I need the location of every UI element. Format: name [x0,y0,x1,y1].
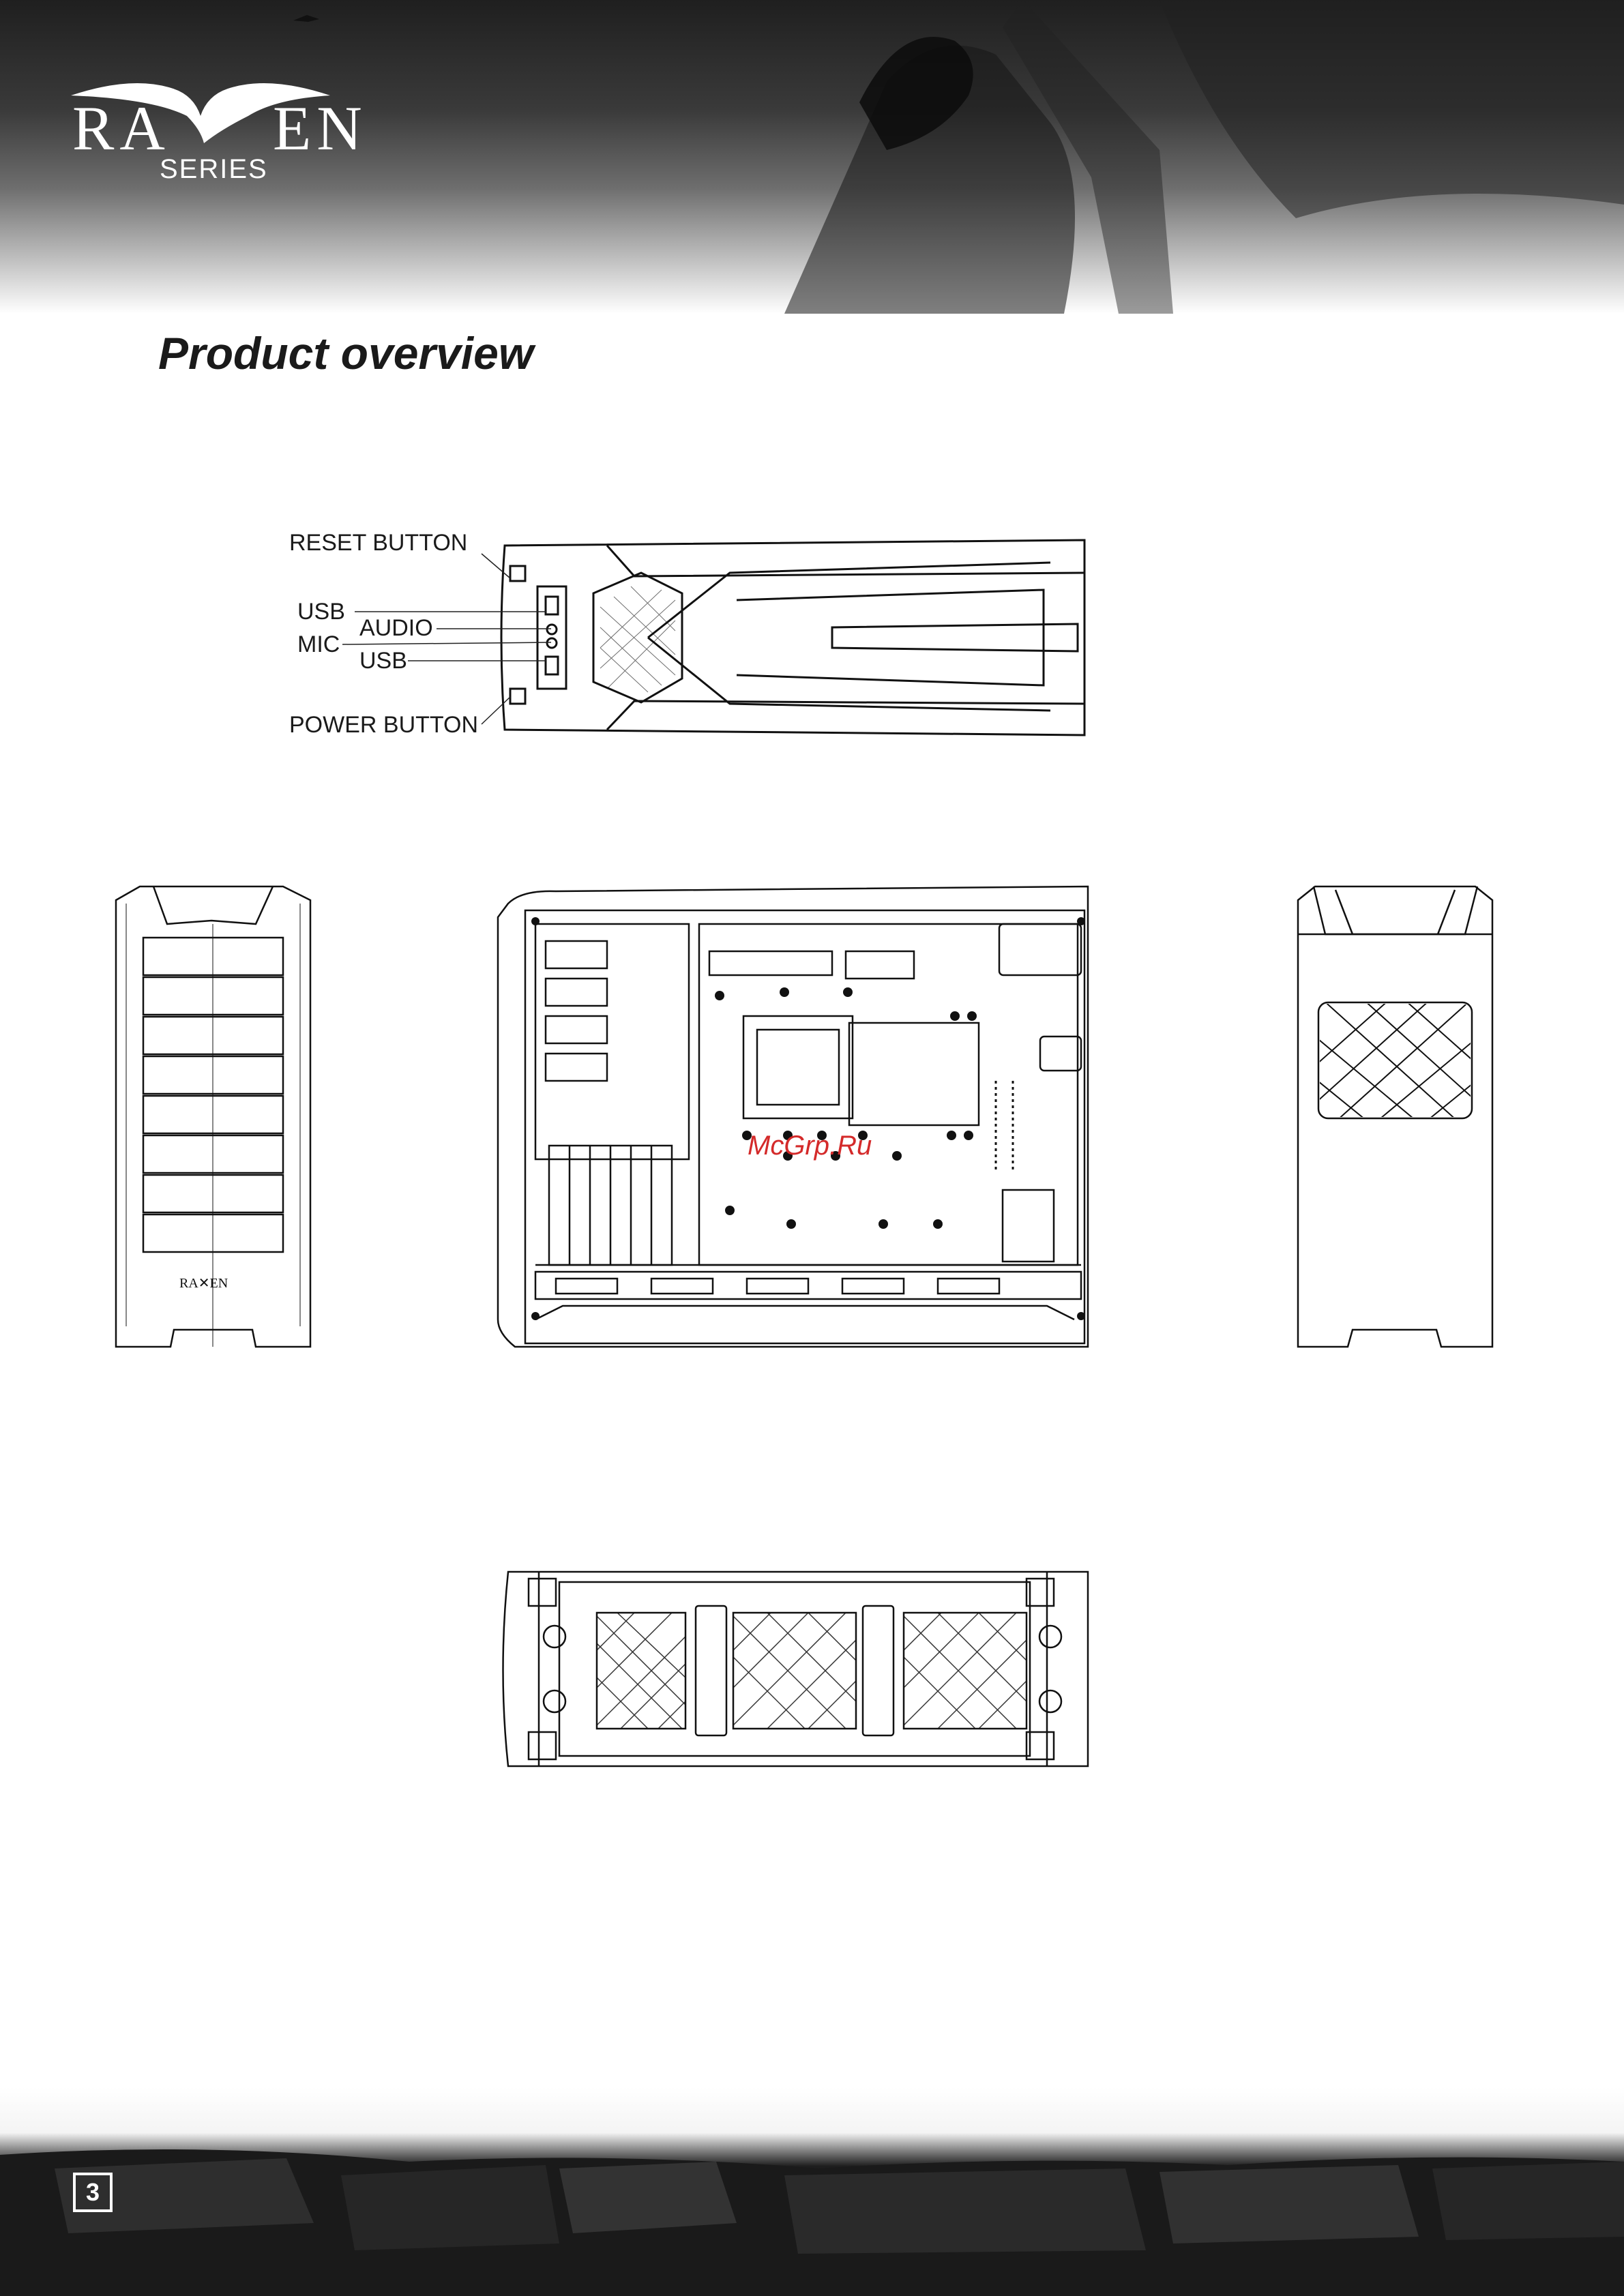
page-number: 3 [73,2173,113,2212]
back-view-drawing [1295,883,1496,1354]
rock-texture-art [0,2087,1624,2296]
svg-text:RA✕EN: RA✕EN [179,1276,228,1291]
front-view-drawing: RA✕EN [113,883,314,1354]
page-title: Product overview [158,327,533,379]
label-usb-top: USB [297,599,345,625]
watermark-text: McGrp.Ru [748,1131,872,1161]
bottom-view-drawing [494,1568,1091,1770]
logo-text-right: EN [273,92,368,164]
logo-series: SERIES [160,154,268,185]
footer-banner [0,2087,1624,2296]
label-audio: AUDIO [359,615,433,642]
top-panel-drawing [477,532,1091,743]
side-view-drawing [494,883,1091,1354]
label-reset-button: RESET BUTTON [289,530,467,556]
label-mic: MIC [297,631,340,658]
label-power-button: POWER BUTTON [289,712,478,739]
label-usb-bottom: USB [359,648,407,674]
logo-text-left: RA [72,92,171,164]
